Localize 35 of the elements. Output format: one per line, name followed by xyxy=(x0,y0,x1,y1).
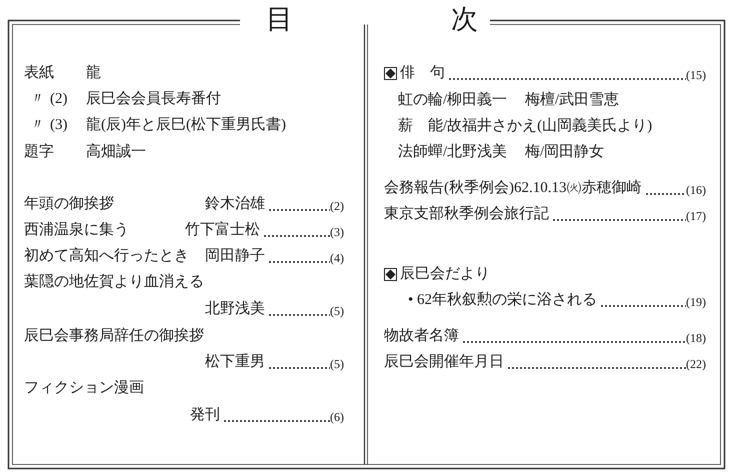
toc-entry: 俳 句 xyxy=(400,64,445,82)
toc-entry: 題字 xyxy=(24,143,54,161)
toc-entry: 高畑誠一 xyxy=(86,143,146,161)
toc-entry: 辰巳会会員長寿番付 xyxy=(86,90,221,108)
toc-entry: 辰巳会事務局辞任の御挨拶 xyxy=(24,327,204,345)
toc-entry: 葉隠の地佐賀より血消える xyxy=(24,273,204,291)
toc-entry: 梅/岡田静女 xyxy=(525,143,604,161)
toc-entry: 虹の輪/柳田義一 xyxy=(398,91,508,109)
toc-entry: 龍(辰)年と辰巳(松下重男氏書) xyxy=(86,116,286,134)
toc-entry: 薪 能/故福井さかえ(山岡義美氏より) xyxy=(398,117,652,135)
toc-entry: • 62年秋叙勲の栄に浴される xyxy=(408,291,598,309)
toc-entry: (3) xyxy=(50,116,68,134)
heading: 目次 xyxy=(266,3,486,36)
toc-entry: 鈴木治雄 xyxy=(205,195,265,213)
ditto-mark: 〃 xyxy=(30,90,45,108)
toc-entry: 松下重男 xyxy=(205,353,265,371)
toc-entry: 梅檀/武田雪恵 xyxy=(525,91,620,109)
toc-entry: フィクション漫画 xyxy=(24,379,144,397)
toc-entry: 東京支部秋季例会旅行記 xyxy=(384,205,549,223)
toc-entry: 西浦温泉に集う xyxy=(24,221,129,239)
toc-entry: 表紙 xyxy=(24,64,54,82)
toc-entry: 辰巳会開催年月日 xyxy=(384,353,504,371)
ditto-mark: 〃 xyxy=(30,116,45,134)
toc-entry: 法師蟬/北野浅美 xyxy=(398,143,508,161)
toc-entry: 年頭の御挨拶 xyxy=(24,195,114,213)
toc-entry: (2) xyxy=(50,90,68,108)
toc-entry: 辰巳会だより xyxy=(400,265,490,283)
toc-entry: 北野浅美 xyxy=(205,300,265,318)
toc-entry: 会務報告(秋季例会)62.10.13㈫赤穂御崎 xyxy=(384,179,642,197)
toc-entry: 竹下富士松 xyxy=(185,221,260,239)
toc-entry: 発刊 xyxy=(190,406,220,424)
toc-entry: 初めて高知へ行ったとき xyxy=(24,247,189,265)
toc-entry: 物故者名簿 xyxy=(384,327,459,345)
toc-entry: 岡田静子 xyxy=(205,247,265,265)
toc-entry: 龍 xyxy=(86,64,101,82)
